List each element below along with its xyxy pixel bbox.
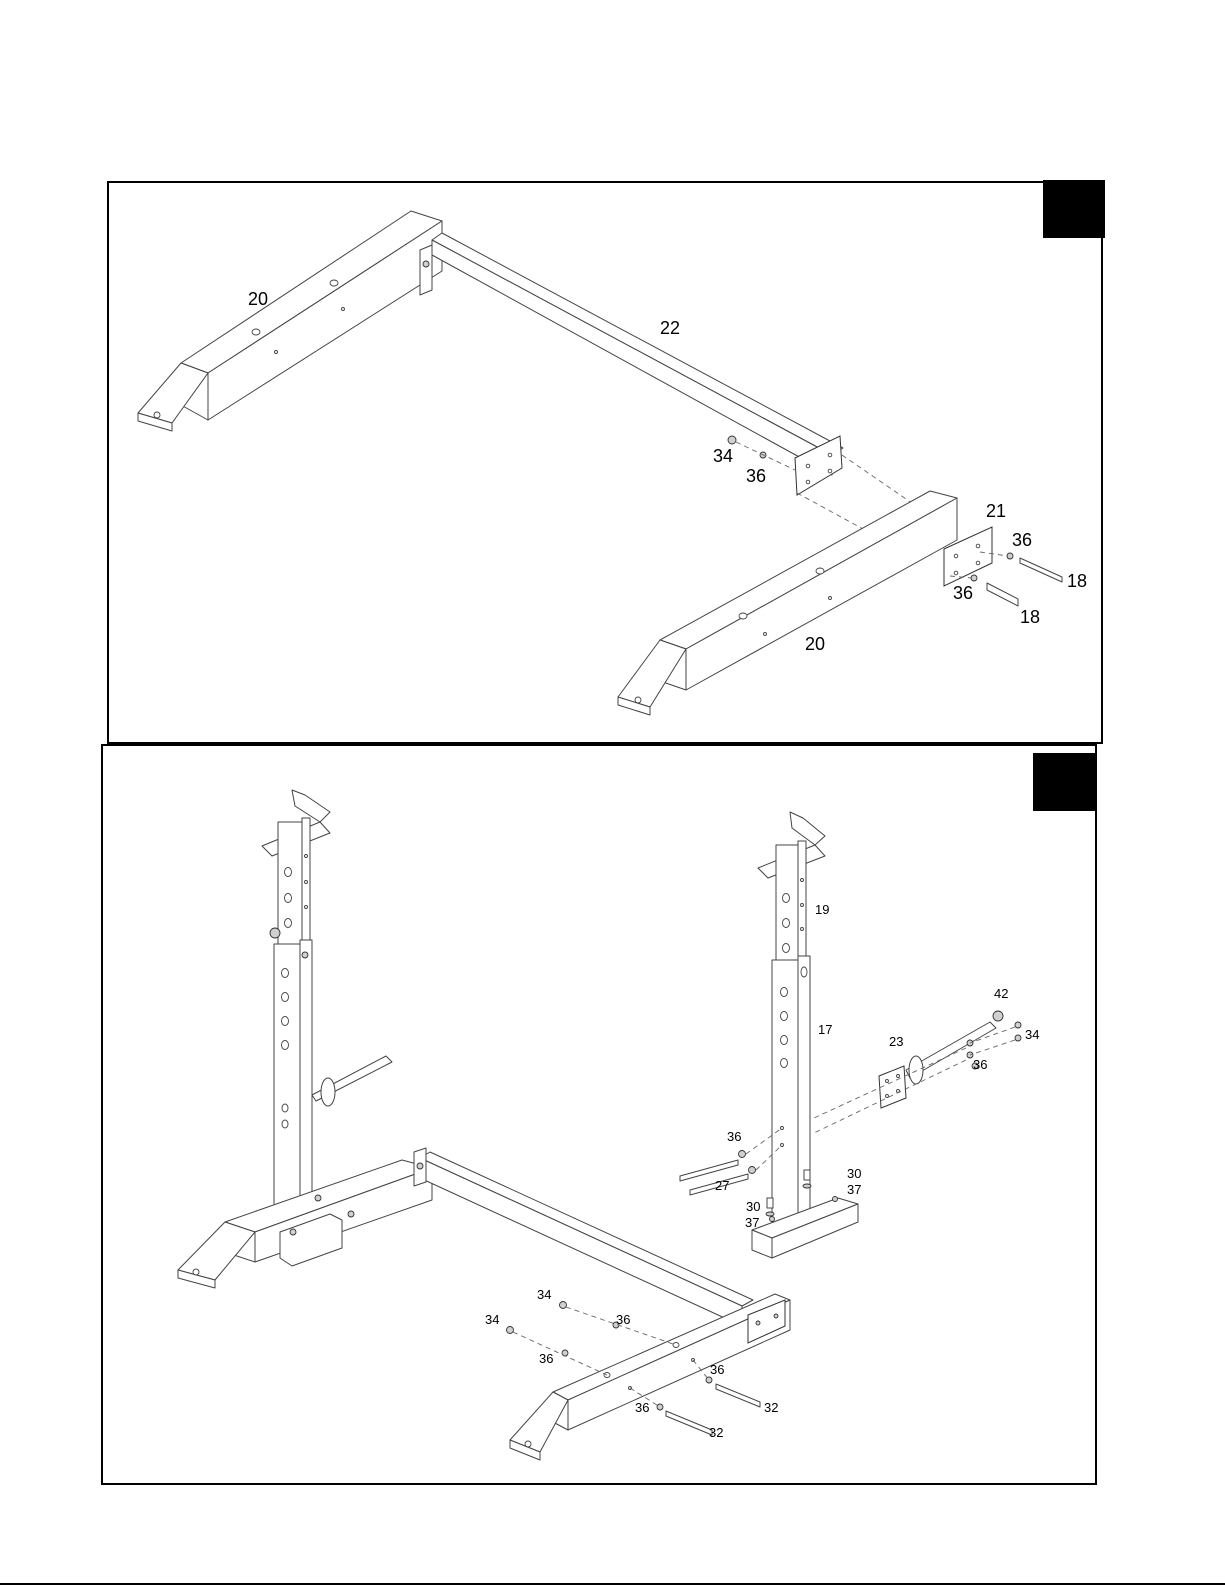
- callout-part-30-right: 30: [847, 1167, 861, 1180]
- callout-part-36-right-1: 36: [1012, 531, 1032, 549]
- callout-part-27: 27: [715, 1179, 729, 1192]
- callout-part-20-left: 20: [248, 290, 268, 308]
- part-22-cross-tube: [432, 233, 925, 560]
- callout-part-34-right: 34: [1025, 1028, 1039, 1041]
- callout-part-18-right-2: 18: [1020, 608, 1040, 626]
- callout-part-34: 34: [713, 447, 733, 465]
- left-upright-assembly: [178, 790, 432, 1288]
- callout-part-36-b: 36: [539, 1352, 553, 1365]
- callout-part-17: 17: [818, 1023, 832, 1036]
- callout-part-34-a: 34: [537, 1288, 551, 1301]
- callout-part-23: 23: [889, 1035, 903, 1048]
- callout-part-32-b: 32: [709, 1426, 723, 1439]
- part-20-base-tube-right: [618, 491, 1062, 715]
- callout-part-32-a: 32: [764, 1401, 778, 1414]
- callout-part-36-c: 36: [710, 1363, 724, 1376]
- callout-part-36-d: 36: [635, 1401, 649, 1414]
- callout-part-19: 19: [815, 903, 829, 916]
- callout-part-42: 42: [994, 987, 1008, 1000]
- callout-part-34-b: 34: [485, 1313, 499, 1326]
- callout-part-37-right: 37: [847, 1183, 861, 1196]
- callout-part-21: 21: [986, 502, 1006, 520]
- step-2-cross-tube-and-base: [414, 1148, 790, 1460]
- callout-part-36-right-2: 36: [953, 584, 973, 602]
- callout-part-36-mid: 36: [746, 467, 766, 485]
- callout-part-36-a: 36: [616, 1313, 630, 1326]
- callout-part-36-right: 36: [973, 1058, 987, 1071]
- callout-part-30-left: 30: [746, 1200, 760, 1213]
- callout-part-22: 22: [660, 319, 680, 337]
- callout-part-20-right: 20: [805, 635, 825, 653]
- callout-part-36-left: 36: [727, 1130, 741, 1143]
- step-2-drawing: [178, 790, 1021, 1460]
- callout-part-18-right-1: 18: [1067, 572, 1087, 590]
- step-1-drawing: [138, 211, 1062, 715]
- part-20-base-tube-left: [138, 211, 442, 431]
- callout-part-37-left: 37: [745, 1216, 759, 1229]
